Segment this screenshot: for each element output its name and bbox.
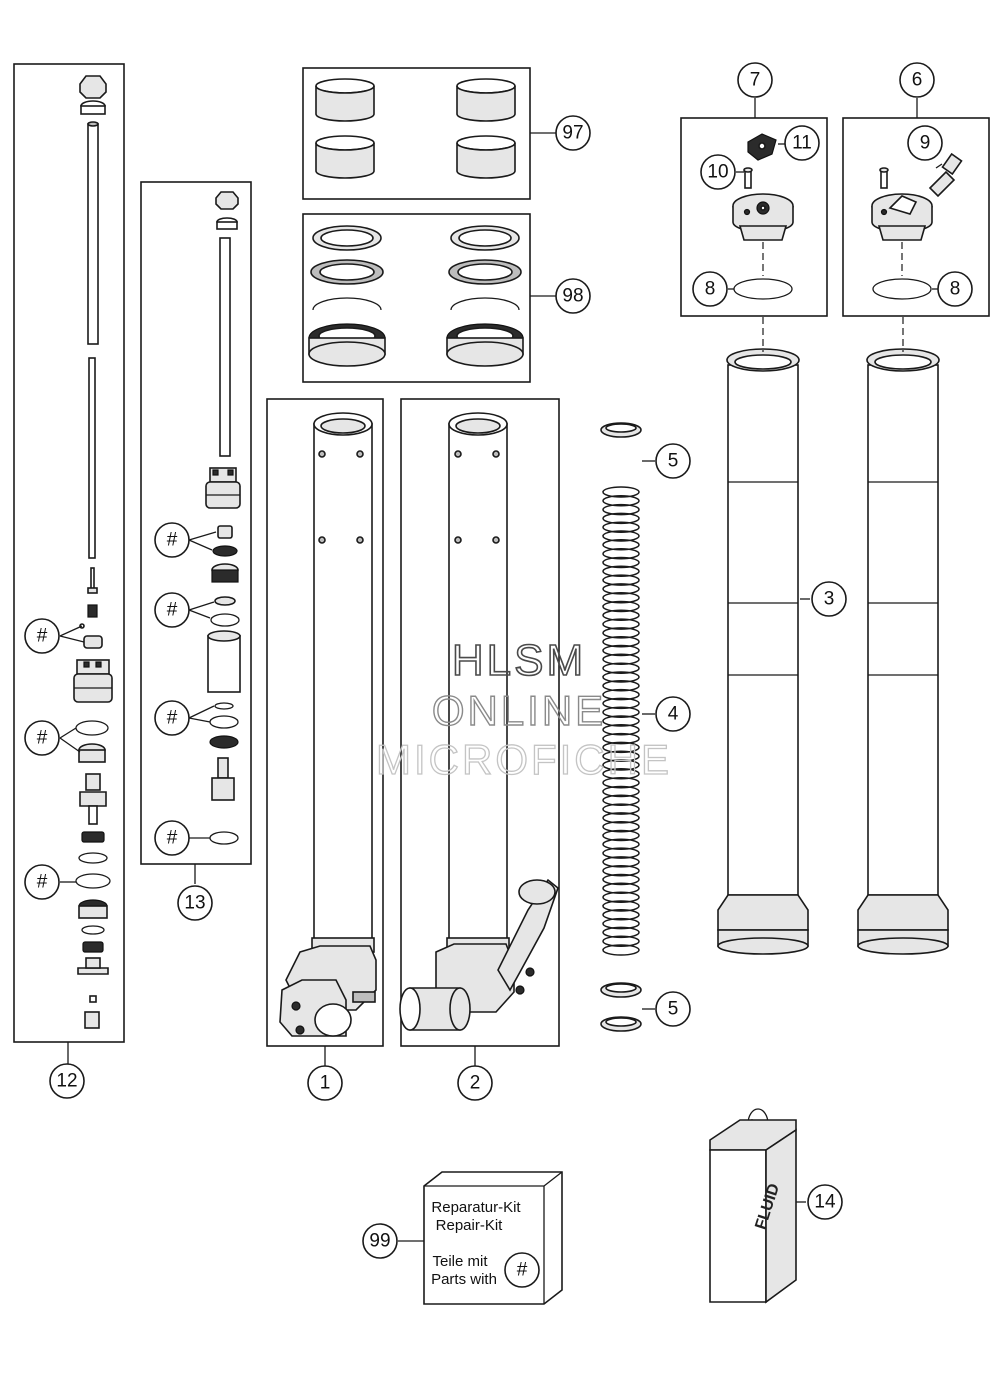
svg-text:12: 12 [56, 1071, 77, 1092]
screw-cap-assembly-6 [842, 98, 990, 317]
svg-text:99: 99 [369, 1231, 390, 1252]
svg-text:97: 97 [562, 123, 583, 144]
svg-text:#: # [167, 828, 178, 849]
parts-with-label-en: Parts with [431, 1271, 497, 1288]
repair-kit-label-de: Reparatur-Kit [431, 1199, 521, 1216]
repair-kit-label-en: Repair-Kit [436, 1217, 504, 1234]
svg-text:98: 98 [562, 286, 583, 307]
repair-kit-hash-symbol: # [517, 1260, 528, 1281]
callout-9: 9 [907, 125, 943, 161]
svg-text:14: 14 [814, 1192, 836, 1213]
callout-97: 97 [555, 115, 591, 151]
watermark-line-2: ONLINE [432, 687, 606, 734]
hash-callout-13-a: # [154, 522, 190, 558]
callout-14: 14 [807, 1184, 843, 1220]
svg-text:8: 8 [705, 279, 716, 300]
bushing-set-97 [302, 67, 556, 200]
svg-text:7: 7 [750, 70, 761, 91]
svg-text:5: 5 [668, 999, 679, 1020]
watermark-line-1: HLSM [452, 636, 586, 685]
outer-tube-left-3 [717, 317, 809, 955]
svg-text:4: 4 [668, 704, 679, 725]
hash-callout-13-c: # [154, 700, 190, 736]
svg-text:10: 10 [707, 162, 728, 183]
callout-10: 10 [700, 154, 736, 190]
cartridge-assembly-13 [140, 181, 252, 884]
callout-98: 98 [555, 278, 591, 314]
fork-spring-4 [602, 486, 640, 956]
parts-with-label-de: Teile mit [432, 1253, 488, 1270]
callout-13: 13 [177, 885, 213, 921]
repair-kit-99: Reparatur-Kit Repair-Kit Teile mit Parts… [398, 1171, 563, 1305]
callout-6: 6 [899, 62, 935, 98]
callout-7: 7 [737, 62, 773, 98]
svg-text:1: 1 [320, 1073, 331, 1094]
callout-4: 4 [655, 696, 691, 732]
callout-99: 99 [362, 1223, 398, 1259]
hash-callout-12-c: # [24, 864, 60, 900]
fork-oil-can-14: FLUID [709, 1108, 806, 1304]
svg-text:#: # [167, 600, 178, 621]
outer-tube-right-3 [857, 317, 949, 955]
hash-callout-12-a: # [24, 618, 60, 654]
screw-cap-assembly-7 [680, 98, 828, 317]
svg-text:9: 9 [920, 133, 931, 154]
callout-5-top: 5 [655, 443, 691, 479]
watermark: HLSM ONLINE MICROFICHE [375, 635, 672, 783]
callout-1: 1 [307, 1065, 343, 1101]
svg-text:#: # [37, 872, 48, 893]
callout-12: 12 [49, 1063, 85, 1099]
seal-set-98 [302, 213, 556, 383]
cartridge-assembly-12 [13, 63, 125, 1064]
hash-callout-13-b: # [154, 592, 190, 628]
svg-text:6: 6 [912, 70, 923, 91]
inner-tube-2 [399, 398, 560, 1066]
hash-callout-13-d: # [154, 820, 190, 856]
callout-2: 2 [457, 1065, 493, 1101]
callout-8-left: 8 [692, 271, 728, 307]
spring-washers-5 [600, 422, 655, 1032]
callout-11: 11 [784, 125, 820, 161]
svg-text:11: 11 [792, 133, 812, 154]
callout-8-right: 8 [937, 271, 973, 307]
svg-text:#: # [167, 530, 178, 551]
svg-text:3: 3 [824, 589, 835, 610]
svg-text:8: 8 [950, 279, 961, 300]
hash-callout-12-b: # [24, 720, 60, 756]
svg-text:#: # [167, 708, 178, 729]
inner-tube-1 [266, 398, 384, 1066]
callout-3: 3 [811, 581, 847, 617]
svg-text:13: 13 [184, 893, 205, 914]
svg-text:#: # [37, 626, 48, 647]
svg-text:#: # [37, 728, 48, 749]
svg-text:2: 2 [470, 1073, 481, 1094]
svg-text:5: 5 [668, 451, 679, 472]
callout-5-bottom: 5 [655, 991, 691, 1027]
watermark-line-3: MICROFICHE [376, 736, 672, 783]
